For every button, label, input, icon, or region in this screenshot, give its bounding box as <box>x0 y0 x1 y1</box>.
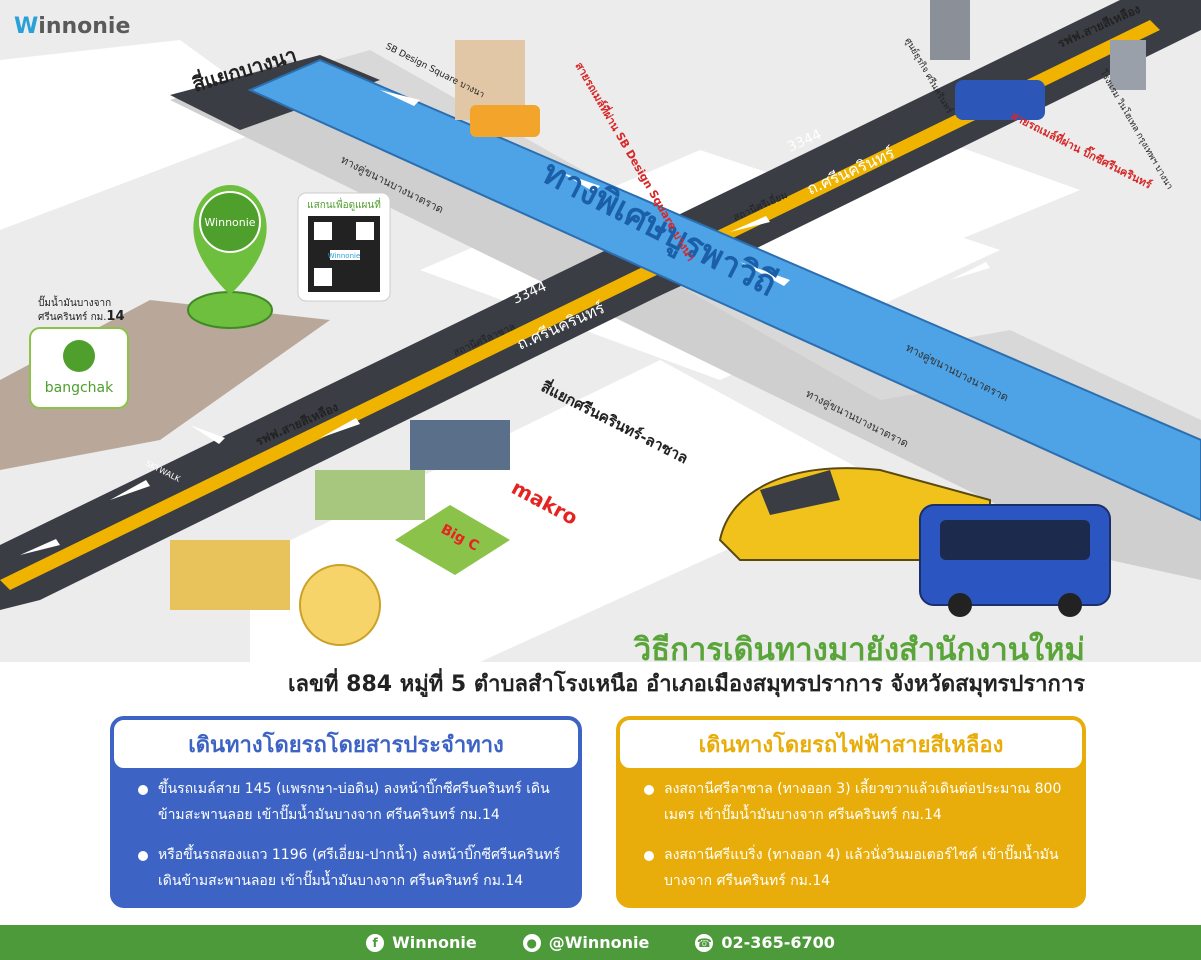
train-directions-list: ลงสถานีศรีลาซาล (ทางออก 3) เลี้ยวขวาแล้ว… <box>642 776 1070 908</box>
city-block <box>770 140 1080 260</box>
footer-contact-bar: f Winnonie ● @Winnonie ☎ 02-365-6700 <box>0 925 1201 960</box>
train-directions-panel: เดินทางโดยรถไฟฟ้าสายสีเหลือง ลงสถานีศรีล… <box>616 716 1086 908</box>
page-title: วิธีการเดินทางมายังสำนักงานใหม่ <box>633 632 1085 668</box>
office-address: เลขที่ 884 หมู่ที่ 5 ตำบลสำโรงเหนือ อำเภ… <box>287 672 1085 697</box>
bangchak-logo: bangchak <box>29 327 129 409</box>
qr-code: แสกนเพื่อดูแผนที่ Winnonie <box>297 192 391 302</box>
line-id: @Winnonie <box>548 933 650 952</box>
direction-arrows <box>20 90 990 555</box>
list-item: ลงสถานีศรีแบริ่ง (ทางออก 4) แล้วนั่งวินม… <box>642 842 1070 894</box>
list-item: ลงสถานีศรีลาซาล (ทางออก 3) เลี้ยวขวาแล้ว… <box>642 776 1070 828</box>
line-icon: ● <box>522 933 541 952</box>
winnonie-location-pin: Winnonie <box>187 185 273 329</box>
qr-brand: Winnonie <box>328 252 361 260</box>
qr-caption: แสกนเพื่อดูแผนที่ <box>307 197 381 211</box>
expressway <box>247 58 1201 522</box>
facebook-link[interactable]: f Winnonie <box>366 933 477 952</box>
bus-big <box>919 504 1111 617</box>
bus-panel-title: เดินทางโดยรถโดยสารประจำทาง <box>112 718 580 770</box>
svg-text:ศรีนครินทร์ กม.14: ศรีนครินทร์ กม.14 <box>38 309 125 324</box>
bus-directions-list: ขึ้นรถเมล์สาย 145 (แพรกษา-บ่อดิน) ลงหน้า… <box>136 776 566 908</box>
frontage-road <box>170 60 1201 580</box>
list-item: ขึ้นรถเมล์สาย 145 (แพรกษา-บ่อดิน) ลงหน้า… <box>136 776 566 828</box>
bangchak-name: bangchak <box>45 380 114 396</box>
line-link[interactable]: ● @Winnonie <box>522 933 650 952</box>
yellow-rail-line <box>0 20 1160 590</box>
brand-logo: Winnonie <box>14 14 131 39</box>
train-panel-title: เดินทางโดยรถไฟฟ้าสายสีเหลือง <box>618 718 1084 770</box>
city-block <box>250 360 880 662</box>
bus-blue <box>955 80 1045 120</box>
phone-icon: ☎ <box>695 933 714 952</box>
bus-orange <box>470 105 540 137</box>
route-map: Winnonie แสกนเพื่อดูแผนที่ Winnonie bang… <box>0 0 1201 662</box>
bangchak-km: 14 <box>106 309 124 324</box>
bangchak-caption-2: ศรีนครินทร์ กม. <box>38 311 106 323</box>
facebook-icon: f <box>366 933 385 952</box>
bangchak-caption-1: ปั๊มน้ำมันบางจาก <box>38 295 111 309</box>
list-item: หรือขึ้นรถสองแถว 1196 (ศรีเอี่ยม-ปากน้ำ)… <box>136 842 566 894</box>
facebook-name: Winnonie <box>392 933 477 952</box>
pin-label: Winnonie <box>204 216 255 229</box>
phone-link[interactable]: ☎ 02-365-6700 <box>695 933 835 952</box>
bus-directions-panel: เดินทางโดยรถโดยสารประจำทาง ขึ้นรถเมล์สาย… <box>110 716 582 908</box>
phone-number: 02-365-6700 <box>721 933 835 952</box>
seal-logo <box>299 564 381 646</box>
